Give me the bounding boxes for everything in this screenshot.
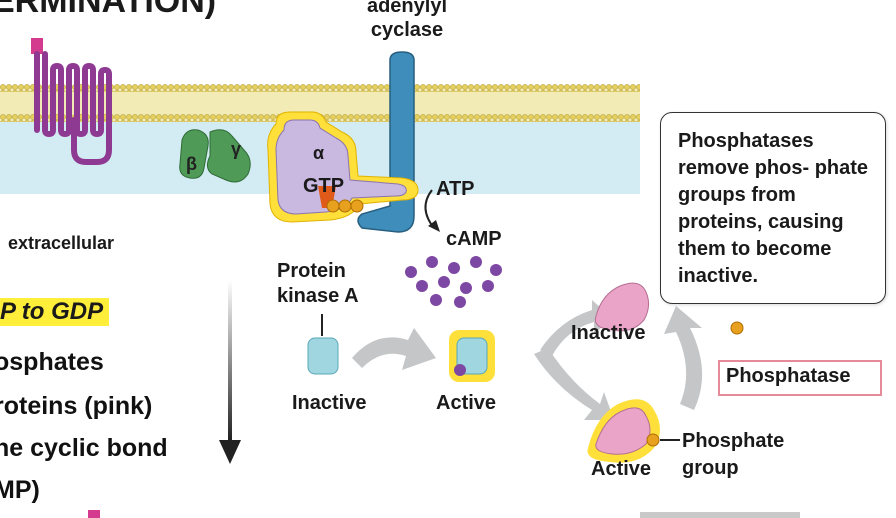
g-protein-beta-gamma [179, 129, 251, 183]
group-line: group [682, 457, 739, 479]
beta-subunit-label: β [186, 154, 197, 174]
phosphatase-callout-text: Phosphatases remove phos- phate groups f… [678, 130, 869, 287]
alpha-subunit-label: α [313, 143, 325, 163]
gtp-to-gdp-highlight: P to GDP [0, 298, 110, 326]
protein-active-shape [595, 407, 651, 455]
cycle-arrow-right [664, 306, 703, 410]
protein-inactive-shape [594, 282, 650, 332]
adenylyl-cyclase-label: adenylyl cyclase [362, 0, 452, 42]
gtp-label: GTP [303, 175, 345, 197]
activation-arrow [352, 328, 436, 370]
pka-inactive-shape [307, 337, 339, 375]
cycle-arrow-top [540, 300, 612, 356]
atp-label: ATP [436, 178, 475, 200]
adenylyl-line: adenylyl [366, 0, 448, 17]
body-line-3: he cyclic bond [0, 434, 168, 462]
camp-label: cAMP [446, 228, 502, 250]
partial-bar-bottom [640, 512, 800, 518]
receptor [31, 38, 112, 165]
page-title: ERMINATION) [0, 0, 217, 20]
g-protein-alpha [267, 111, 419, 223]
body-line-2: roteins (pink) [0, 392, 153, 420]
atp-arrowhead [428, 220, 440, 232]
protein-active-label: Active [591, 458, 652, 480]
kinase-a-line: kinase A [277, 285, 359, 307]
extracellular-label: extracellular [8, 233, 115, 253]
timeline-arrowhead [219, 440, 241, 464]
gamma-subunit-label: γ [231, 139, 242, 159]
pka-inactive-label: Inactive [292, 392, 367, 414]
camp-molecules [405, 256, 502, 308]
phosphatase-callout-box [660, 112, 886, 304]
cycle-arrow-left [534, 348, 614, 420]
protein-kinase-a-label: Protein kinase A [277, 259, 359, 309]
atp-to-camp-arrow [424, 189, 435, 229]
cyclase-line: cyclase [370, 19, 444, 41]
phosphate-group-label: Phosphate group [682, 428, 784, 482]
body-line-1: osphates [0, 348, 104, 376]
body-line-4: MP) [0, 476, 40, 504]
pka-camp-bound [454, 364, 466, 376]
phosphatase-label: Phosphatase [726, 365, 851, 387]
free-phosphate-dot [730, 321, 744, 335]
phosphate-on-protein [646, 433, 660, 447]
protein-inactive-label: Inactive [571, 322, 646, 344]
partial-receptor-bottom [88, 510, 100, 518]
phosphatase-label-box [718, 360, 882, 396]
pka-active-label: Active [436, 392, 497, 414]
protein-line: Protein [277, 260, 346, 282]
phosphate-line: Phosphate [682, 430, 785, 452]
timeline-arrow-shaft [228, 280, 232, 440]
